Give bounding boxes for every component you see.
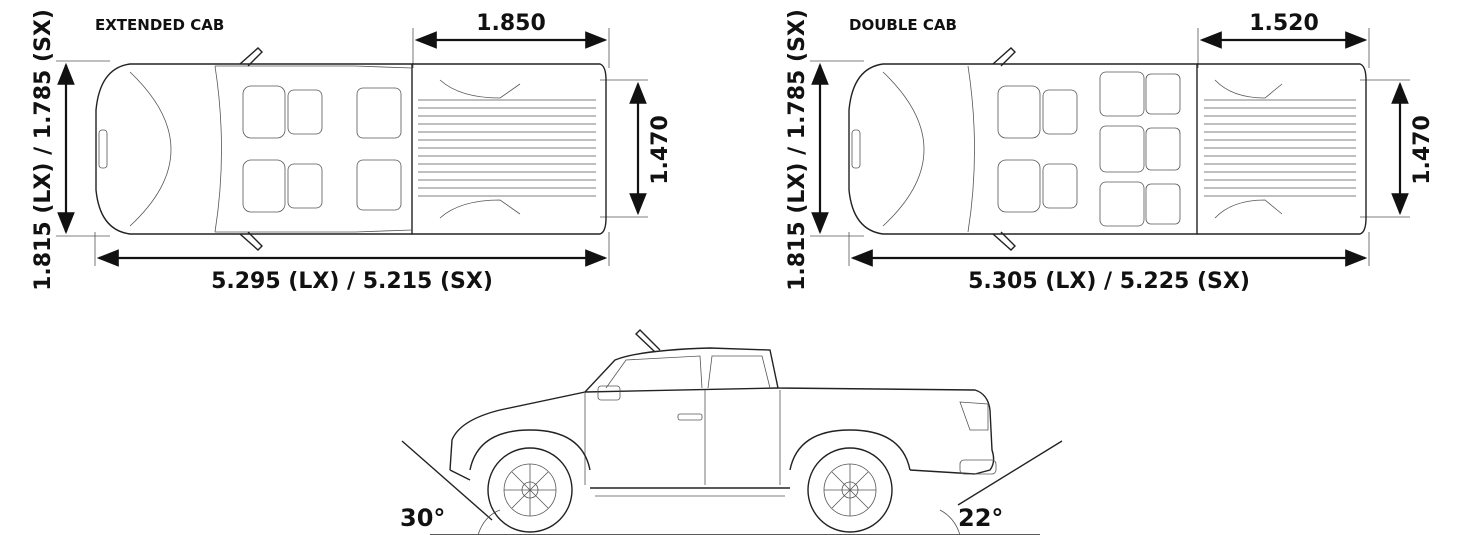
double-overall-length-label: 5.305 (LX) / 5.225 (SX) xyxy=(968,269,1250,294)
double-cab-top-view: DOUBLE CAB 1.520 1.815 (LX) / 1.785 (SX)… xyxy=(785,9,1435,294)
double-cab-truck-drawing xyxy=(848,47,1367,251)
side-truck-drawing xyxy=(449,329,997,497)
double-overall-width-label: 1.815 (LX) / 1.785 (SX) xyxy=(785,9,810,291)
departure-angle-line xyxy=(957,440,1063,506)
double-bed-width-label: 1.470 xyxy=(1410,115,1435,185)
approach-angle-line xyxy=(401,440,493,521)
extended-cab-title: EXTENDED CAB xyxy=(95,16,224,34)
extended-cab-truck-drawing xyxy=(95,47,607,251)
front-wheel xyxy=(487,447,573,533)
extended-bed-width-label: 1.470 xyxy=(648,115,673,185)
extended-cab-top-view: EXTENDED CAB 1.850 1.815 (LX) / 1.785 (S… xyxy=(31,9,673,294)
double-cab-title: DOUBLE CAB xyxy=(849,16,957,34)
approach-angle-label: 30° xyxy=(400,504,445,532)
side-view: 30° 22° xyxy=(400,329,1063,535)
double-bed-length-label: 1.520 xyxy=(1249,11,1319,36)
extended-bed-length-label: 1.850 xyxy=(476,11,546,36)
rear-wheel xyxy=(807,447,893,533)
extended-overall-width-label: 1.815 (LX) / 1.785 (SX) xyxy=(31,9,56,291)
departure-angle-label: 22° xyxy=(958,504,1003,532)
extended-overall-length-label: 5.295 (LX) / 5.215 (SX) xyxy=(211,269,493,294)
